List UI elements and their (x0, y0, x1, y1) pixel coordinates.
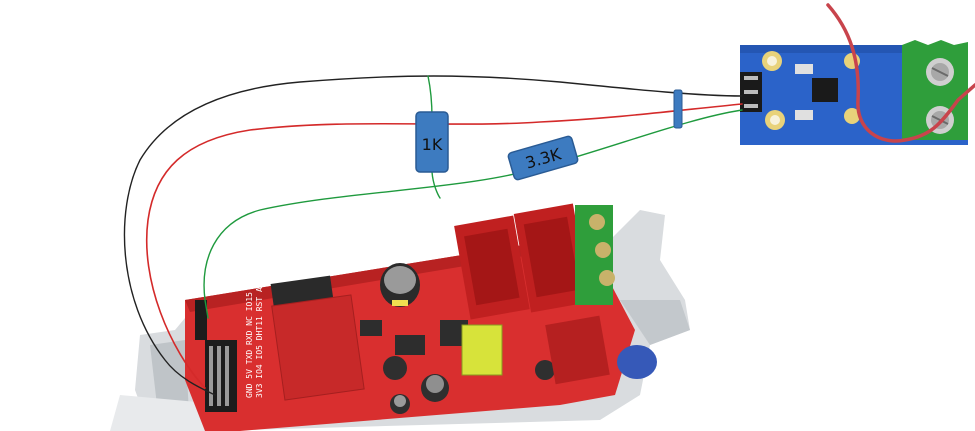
sensor-chip (812, 78, 838, 102)
mains-wire (826, 3, 975, 143)
resistor-1k: 1K (415, 111, 449, 173)
transformer (461, 324, 503, 376)
resistor-3-3k: 3.3K (507, 135, 579, 181)
relay-3 (545, 315, 610, 385)
relay-screw-terminal (575, 205, 615, 305)
green-signal-wire (203, 109, 743, 319)
varistor (617, 345, 657, 379)
electrolytic-capacitor (380, 263, 420, 307)
header-label-row2: 3V3 IO4 IO5 DHT11 RST ADC (255, 277, 264, 398)
resistor-1k-label: 1K (422, 135, 443, 154)
relay-2 (513, 203, 591, 313)
heat-shrink (673, 89, 683, 129)
pin-header (195, 300, 237, 412)
black-wire (123, 75, 743, 396)
relay-board: GND 5V TXD RXD NC IO15 3V3 IO4 IO5 DHT11… (185, 203, 657, 431)
red-wire (146, 103, 743, 389)
relay-1 (454, 215, 530, 320)
header-label-row1: GND 5V TXD RXD NC IO15 (245, 292, 254, 398)
